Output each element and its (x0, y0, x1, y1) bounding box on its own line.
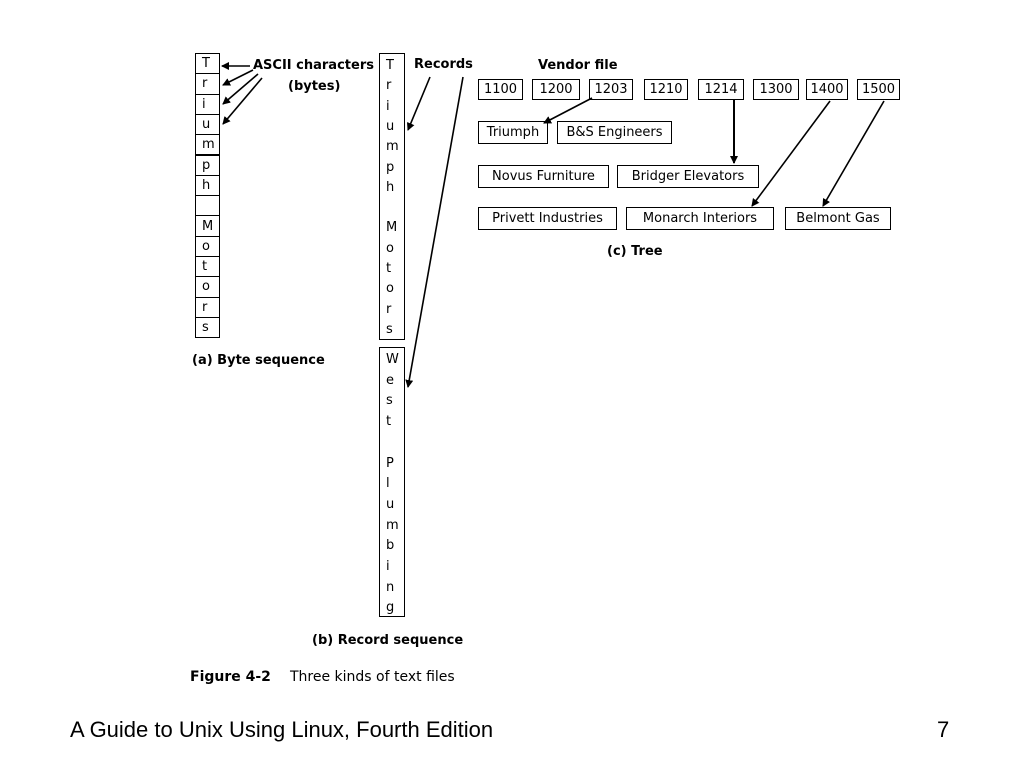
record-char: P (386, 455, 394, 471)
record-sequence-caption: (b) Record sequence (312, 633, 464, 648)
book-title-footer: A Guide to Unix Using Linux, Fourth Edit… (70, 717, 494, 742)
tree-caption: (c) Tree (607, 244, 663, 259)
vendor-key-3: 1210 (644, 79, 688, 100)
byte-cell: m (195, 134, 220, 156)
record-1-box (379, 53, 405, 340)
record-triumph: Triumph (478, 121, 548, 144)
byte-cell: s (195, 316, 220, 339)
record-monarch-interiors: Monarch Interiors (626, 207, 774, 230)
page-number: 7 (937, 717, 950, 742)
vendor-key-5: 1300 (753, 79, 799, 100)
record-belmont-gas: Belmont Gas (785, 207, 891, 230)
byte-cell: r (195, 73, 220, 95)
arrow-1203-to-triumph (543, 97, 593, 124)
record-char: i (386, 559, 390, 574)
record-char: n (386, 579, 395, 595)
record-bs-engineers: B&S Engineers (557, 121, 672, 144)
record-char: g (386, 600, 395, 616)
record-char: b (386, 538, 395, 554)
ascii-characters-label: ASCII characters (253, 58, 374, 73)
record-bridger-elevators: Bridger Elevators (617, 165, 759, 188)
record-char: o (386, 240, 394, 256)
bytes-label: (bytes) (288, 79, 341, 94)
record-char: T (386, 58, 394, 73)
record-char: W (386, 352, 399, 367)
arrow-1500-to-belmont (822, 100, 885, 207)
arrow-1400-to-monarch (751, 100, 831, 207)
record-char: u (386, 118, 395, 134)
figure-title: Three kinds of text files (290, 669, 455, 685)
vendor-key-0: 1100 (478, 79, 523, 100)
byte-sequence-caption: (a) Byte sequence (192, 353, 325, 368)
arrow-ascii-to-i (222, 73, 259, 105)
record-char: p (386, 159, 395, 175)
vendor-key-2: 1203 (589, 79, 633, 100)
arrow-ascii-to-u (222, 77, 263, 125)
vendor-key-4: 1214 (698, 79, 744, 100)
record-char: o (386, 281, 394, 297)
vendor-key-7: 1500 (857, 79, 900, 100)
record-char: t (386, 261, 392, 276)
record-2-box (379, 347, 405, 617)
record-char: r (386, 301, 392, 317)
record-char: t (386, 414, 392, 430)
record-char: M (386, 220, 398, 236)
figure-label: Figure 4-2 (190, 669, 271, 685)
arrow-ascii-to-r (222, 69, 254, 86)
record-char: i (386, 98, 390, 114)
record-novus-furniture: Novus Furniture (478, 165, 609, 188)
record-char: s (386, 393, 393, 409)
vendor-key-1: 1200 (532, 79, 580, 100)
arrow-records-to-record2 (405, 76, 464, 388)
record-char: h (386, 179, 395, 195)
record-char: l (386, 476, 390, 492)
record-char: m (386, 139, 399, 155)
record-char: m (386, 517, 399, 533)
record-char: s (386, 321, 393, 337)
records-label: Records (414, 57, 473, 72)
vendor-file-title: Vendor file (538, 58, 618, 73)
record-privett-industries: Privett Industries (478, 207, 617, 230)
vendor-key-6: 1400 (806, 79, 848, 100)
record-char: u (386, 496, 395, 512)
record-char: r (386, 78, 392, 94)
arrow-records-to-record1 (406, 76, 431, 131)
record-char: e (386, 372, 394, 388)
